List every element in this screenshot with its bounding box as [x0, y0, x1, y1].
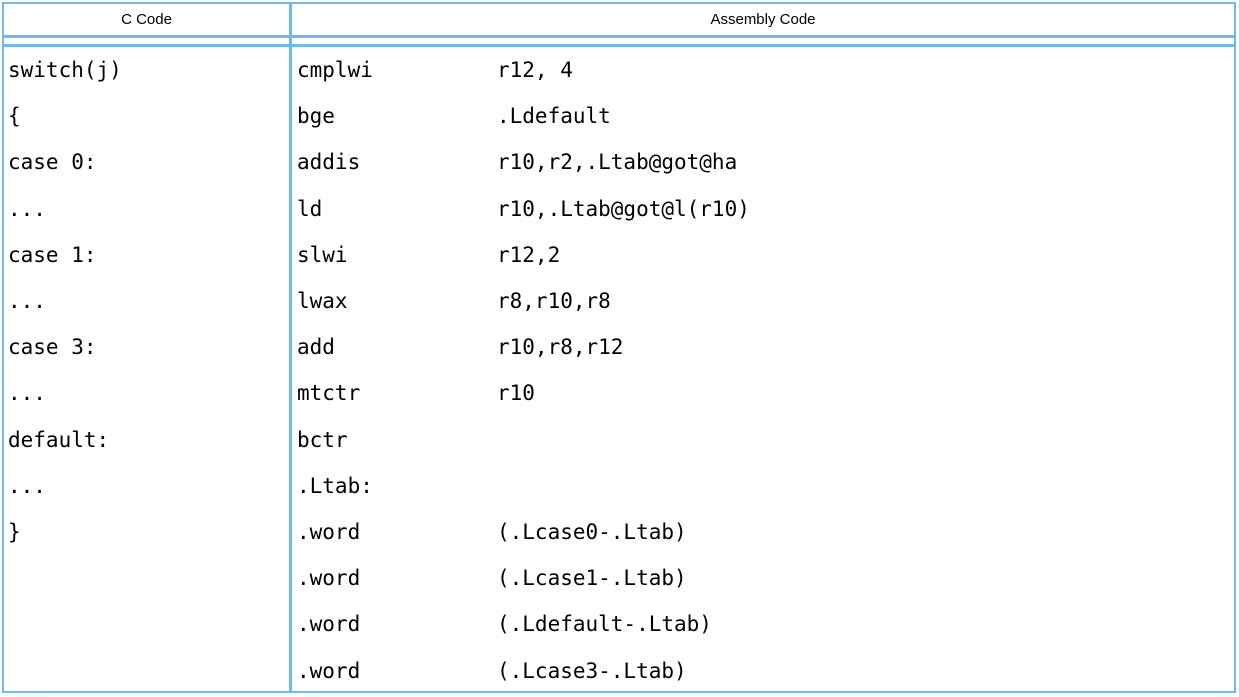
c-code-line: ...: [8, 473, 46, 498]
assembly-line: bctr: [297, 417, 1234, 463]
assembly-line: .word (.Ldefault-.Ltab): [297, 601, 1234, 647]
assembly-line: addis r10,r2,.Ltab@got@ha: [297, 139, 1234, 185]
assembly-line: cmplwi r12, 4: [297, 47, 1234, 93]
header-divider-rule-top: [4, 35, 1234, 38]
assembly-line: add r10,r8,r12: [297, 324, 1234, 370]
assembly-mnemonic: bctr: [297, 427, 348, 452]
c-code-line: case 3:: [8, 335, 97, 360]
c-code-line: ...: [8, 289, 46, 314]
assembly-line: .word (.Lcase1-.Ltab): [297, 555, 1234, 601]
assembly-line: mtctr r10: [297, 370, 1234, 416]
assembly-line: .Ltab:: [297, 463, 1234, 509]
assembly-line: slwi r12,2: [297, 232, 1234, 278]
assembly-code-column-header: Assembly Code: [710, 11, 816, 28]
c-code-column: switch(j) { case 0:... case 1:... case 3:...…: [4, 47, 289, 691]
column-divider-rule: [289, 4, 292, 691]
assembly-operands: r8,r10,r8: [497, 289, 611, 314]
assembly-line: bge .Ldefault: [297, 93, 1234, 139]
assembly-column: cmplwi r12, 4 bge .Ldefault addis r10,r2,.Lta…: [292, 47, 1234, 691]
c-code-column-header: C Code: [121, 11, 172, 28]
assembly-line: lwax r8,r10,r8: [297, 278, 1234, 324]
assembly-mnemonic: mtctr: [297, 381, 361, 406]
assembly-mnemonic: lwax: [297, 289, 348, 314]
c-code-line: ...: [8, 381, 46, 406]
assembly-mnemonic: bge: [297, 104, 335, 129]
assembly-line: ld r10,.Ltab@got@l(r10): [297, 186, 1234, 232]
assembly-mnemonic: .word: [297, 612, 361, 637]
assembly-mnemonic: add: [297, 335, 335, 360]
assembly-operands: r10,r2,.Ltab@got@ha: [497, 150, 738, 175]
assembly-mnemonic: ld: [297, 196, 323, 221]
assembly-mnemonic: slwi: [297, 242, 348, 267]
assembly-mnemonic: .word: [297, 566, 361, 591]
assembly-operands: r10,r8,r12: [497, 335, 624, 360]
assembly-operands: (.Lcase1-.Ltab): [497, 566, 687, 591]
assembly-operands: r10: [497, 381, 535, 406]
c-code-line: }: [8, 519, 21, 544]
assembly-mnemonic: .word: [297, 519, 361, 544]
assembly-operands: r12, 4: [497, 58, 573, 83]
c-code-line: default:: [8, 427, 110, 452]
c-code-line: ...: [8, 196, 46, 221]
header-divider-rule-bottom: [4, 44, 1234, 47]
assembly-operands: (.Ldefault-.Ltab): [497, 612, 712, 637]
assembly-operands: (.Lcase3-.Ltab): [497, 658, 687, 683]
c-code-line: case 1:: [8, 242, 97, 267]
c-code-line: {: [8, 104, 21, 129]
assembly-operands: .Ldefault: [497, 104, 611, 129]
assembly-mnemonic: addis: [297, 150, 361, 175]
assembly-operands: r12,2: [497, 242, 561, 267]
assembly-mnemonic: .Ltab:: [297, 473, 373, 498]
c-code-line: switch(j): [8, 58, 122, 83]
assembly-operands: (.Lcase0-.Ltab): [497, 519, 687, 544]
c-code-line: case 0:: [8, 150, 97, 175]
assembly-mnemonic: cmplwi: [297, 58, 373, 83]
assembly-operands: r10,.Ltab@got@l(r10): [497, 196, 750, 221]
assembly-line: .word (.Lcase3-.Ltab): [297, 647, 1234, 691]
assembly-line: .word (.Lcase0-.Ltab): [297, 509, 1234, 555]
assembly-mnemonic: .word: [297, 658, 361, 683]
